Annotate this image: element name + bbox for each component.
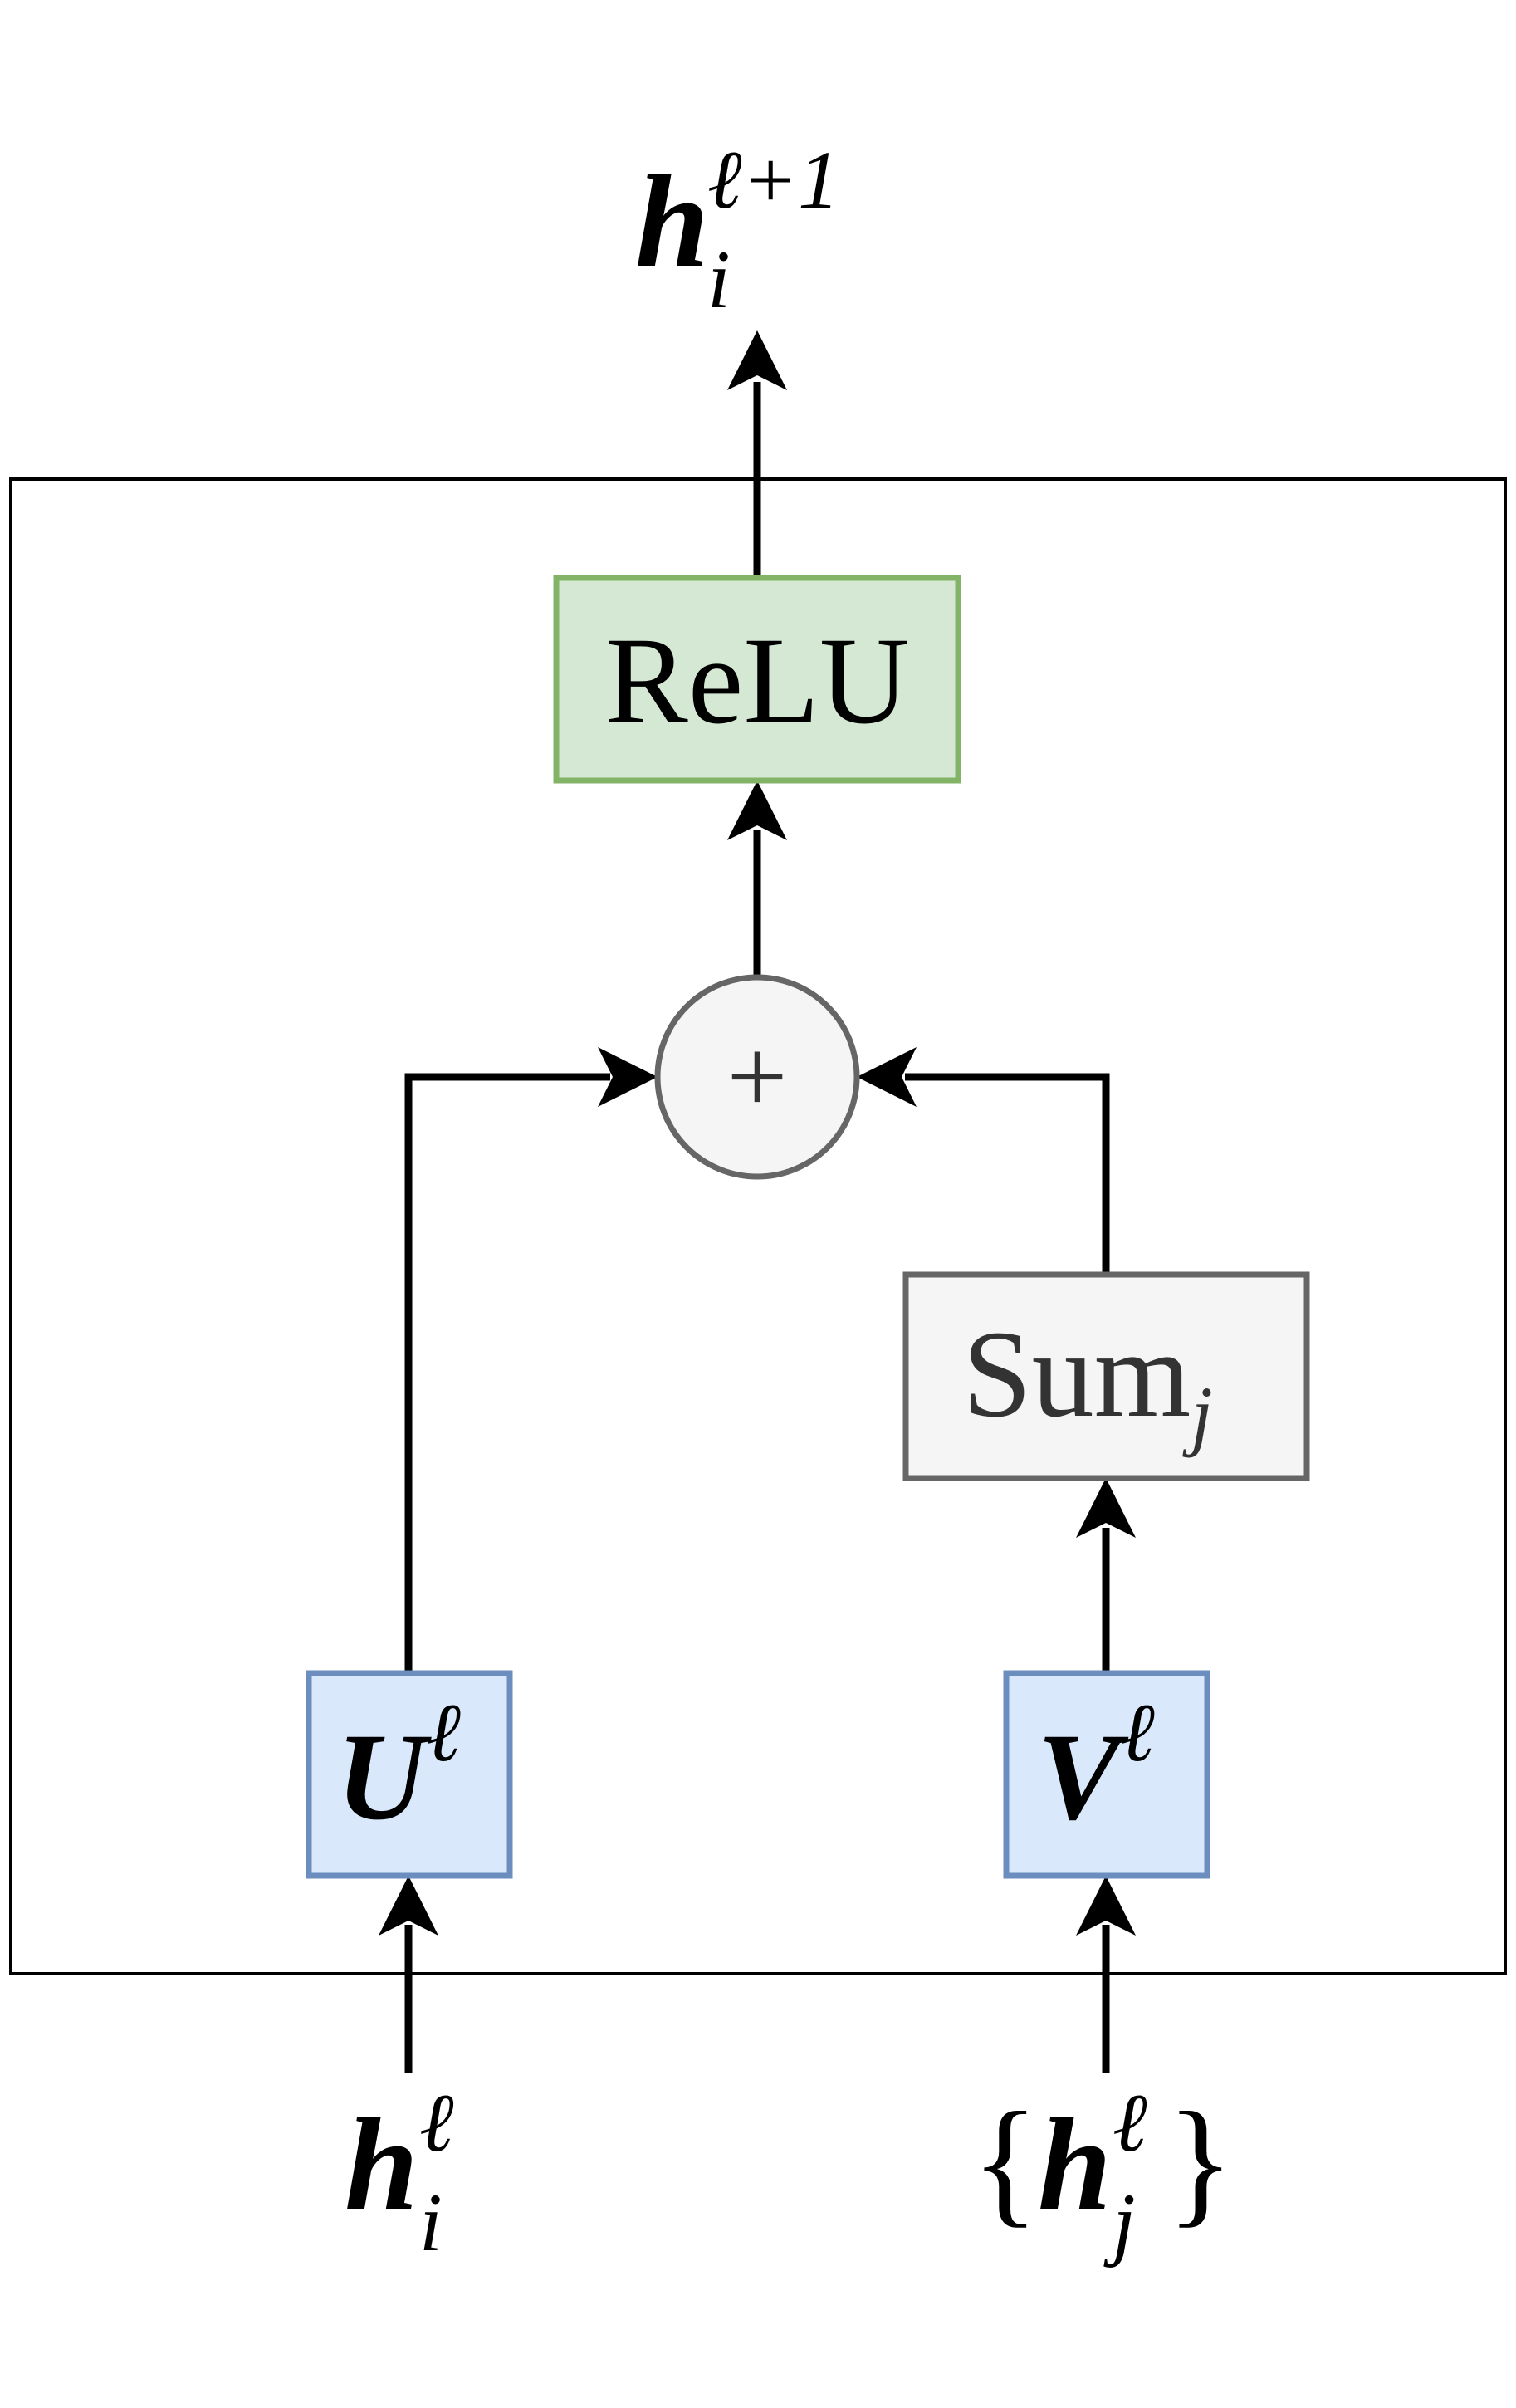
connections xyxy=(379,330,1136,2073)
u-superscript: ℓ xyxy=(426,1686,461,1779)
arrowhead-u xyxy=(379,1876,438,1936)
output-base: h xyxy=(635,147,709,295)
arrowhead-sum xyxy=(1076,1478,1136,1538)
input-self-superscript: ℓ xyxy=(419,2077,454,2169)
adder-node: + xyxy=(654,974,860,1180)
arrowhead-adder-left xyxy=(598,1047,658,1107)
input-neighbors-label: { h j ℓ } xyxy=(971,2077,1235,2269)
output-superscript: ℓ+1 xyxy=(707,134,839,226)
arrowhead-relu xyxy=(727,781,787,840)
arrowhead-adder-right xyxy=(857,1047,917,1107)
input-self-label: h i ℓ xyxy=(345,2077,454,2269)
svg-text:Sumj: Sumj xyxy=(962,1305,1213,1458)
arrowhead-output xyxy=(727,330,787,390)
arrowhead-v xyxy=(1076,1876,1136,1936)
v-symbol: V xyxy=(1037,1708,1129,1846)
u-block: Uℓ xyxy=(306,1670,513,1879)
edge-u-to-adder xyxy=(404,1073,610,1673)
close-brace: } xyxy=(1166,2083,1235,2239)
output-subscript: i xyxy=(707,233,731,325)
input-neighbors-base: h xyxy=(1038,2090,1112,2238)
relu-label: ReLU xyxy=(605,612,910,750)
input-self-base: h xyxy=(345,2090,418,2238)
sum-label: Sum xyxy=(962,1305,1191,1443)
u-symbol: U xyxy=(336,1708,432,1846)
v-superscript: ℓ xyxy=(1120,1686,1155,1779)
v-block: Vℓ xyxy=(1003,1670,1210,1879)
plus-symbol: + xyxy=(726,1017,787,1137)
output-label: h i ℓ+1 xyxy=(635,134,839,325)
input-self-subscript: i xyxy=(419,2176,443,2269)
relu-block: ReLU xyxy=(553,575,961,784)
svg-text:Vℓ: Vℓ xyxy=(1037,1686,1155,1846)
input-neighbors-superscript: ℓ xyxy=(1113,2077,1147,2169)
open-brace: { xyxy=(971,2083,1039,2239)
edge-sum-to-adder xyxy=(905,1073,1110,1275)
sum-block: Sumj xyxy=(902,1271,1310,1481)
svg-text:Uℓ: Uℓ xyxy=(336,1686,461,1846)
